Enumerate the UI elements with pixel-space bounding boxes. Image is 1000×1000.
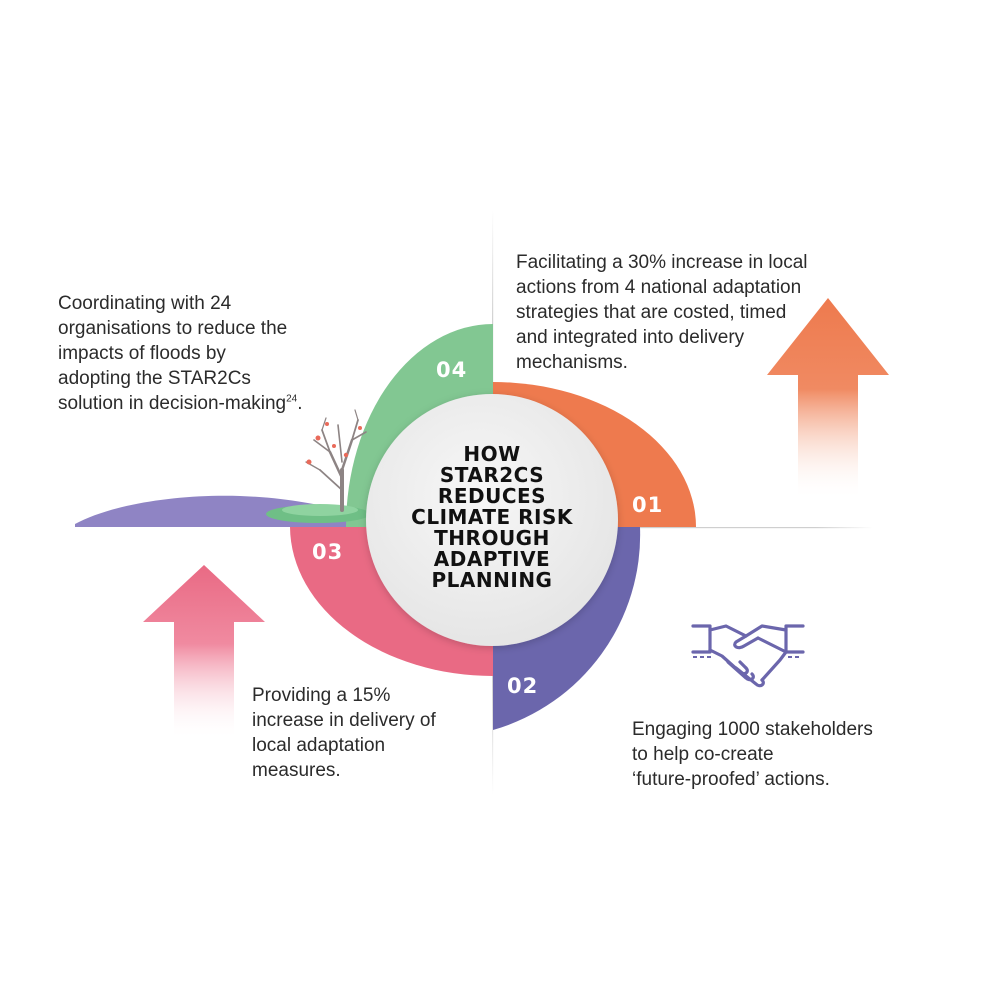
note-02: Engaging 1000 stakeholders to help co-cr… bbox=[632, 717, 873, 792]
note-line: strategies that are costed, timed bbox=[516, 302, 787, 323]
tree-leaves bbox=[306, 422, 362, 465]
segment-label-04: 04 bbox=[436, 358, 467, 382]
segment-label-01: 01 bbox=[632, 493, 663, 517]
note-line: Coordinating with 24 bbox=[58, 293, 232, 314]
up-arrow-icon-01 bbox=[767, 298, 889, 500]
note-line: increase in delivery of bbox=[252, 710, 436, 731]
note-04: Coordinating with 24 organisations to re… bbox=[58, 291, 303, 416]
segment-label-03: 03 bbox=[312, 540, 343, 564]
handshake-bars bbox=[693, 656, 799, 658]
center-title-line: STAR2CS bbox=[439, 463, 545, 487]
note-line: Engaging 1000 stakeholders bbox=[632, 719, 873, 740]
center-title-line: PLANNING bbox=[431, 568, 553, 592]
center-disc bbox=[366, 394, 618, 646]
note-line: solution in decision-making24. bbox=[58, 391, 303, 416]
center-title-line: THROUGH bbox=[434, 526, 550, 550]
note-line: organisations to reduce the bbox=[58, 318, 288, 339]
center-title-line: CLIMATE RISK bbox=[411, 505, 573, 529]
note-line: measures. bbox=[252, 760, 341, 781]
note-line: mechanisms. bbox=[516, 352, 628, 373]
tree-icon bbox=[305, 409, 367, 512]
note-line: ‘future-proofed’ actions. bbox=[632, 769, 830, 790]
note-line: local adaptation bbox=[252, 735, 386, 756]
handshake-icon bbox=[691, 624, 805, 688]
note-01: Facilitating a 30% increase in local act… bbox=[516, 250, 808, 375]
segment-label-02: 02 bbox=[507, 674, 538, 698]
footnote-marker: 24 bbox=[286, 393, 298, 405]
note-line: impacts of floods by bbox=[58, 343, 226, 364]
note-line: Facilitating a 30% increase in local bbox=[516, 252, 808, 273]
center-title: HOW STAR2CS REDUCES CLIMATE RISK THROUGH… bbox=[374, 444, 610, 591]
note-line: actions from 4 national adaptation bbox=[516, 277, 802, 298]
note-line: to help co-create bbox=[632, 744, 774, 765]
center-title-line: HOW bbox=[463, 442, 521, 466]
note-line-text: solution in decision-making bbox=[58, 393, 287, 414]
horizontal-divider bbox=[493, 527, 873, 529]
note-line: adopting the STAR2Cs bbox=[58, 368, 251, 389]
center-title-line: ADAPTIVE bbox=[433, 547, 551, 571]
note-line-end: . bbox=[297, 393, 303, 414]
center-title-line: REDUCES bbox=[437, 484, 547, 508]
note-line: and integrated into delivery bbox=[516, 327, 745, 348]
note-line: Providing a 15% bbox=[252, 685, 391, 706]
note-03: Providing a 15% increase in delivery of … bbox=[252, 683, 436, 783]
up-arrow-icon-03 bbox=[143, 565, 265, 740]
